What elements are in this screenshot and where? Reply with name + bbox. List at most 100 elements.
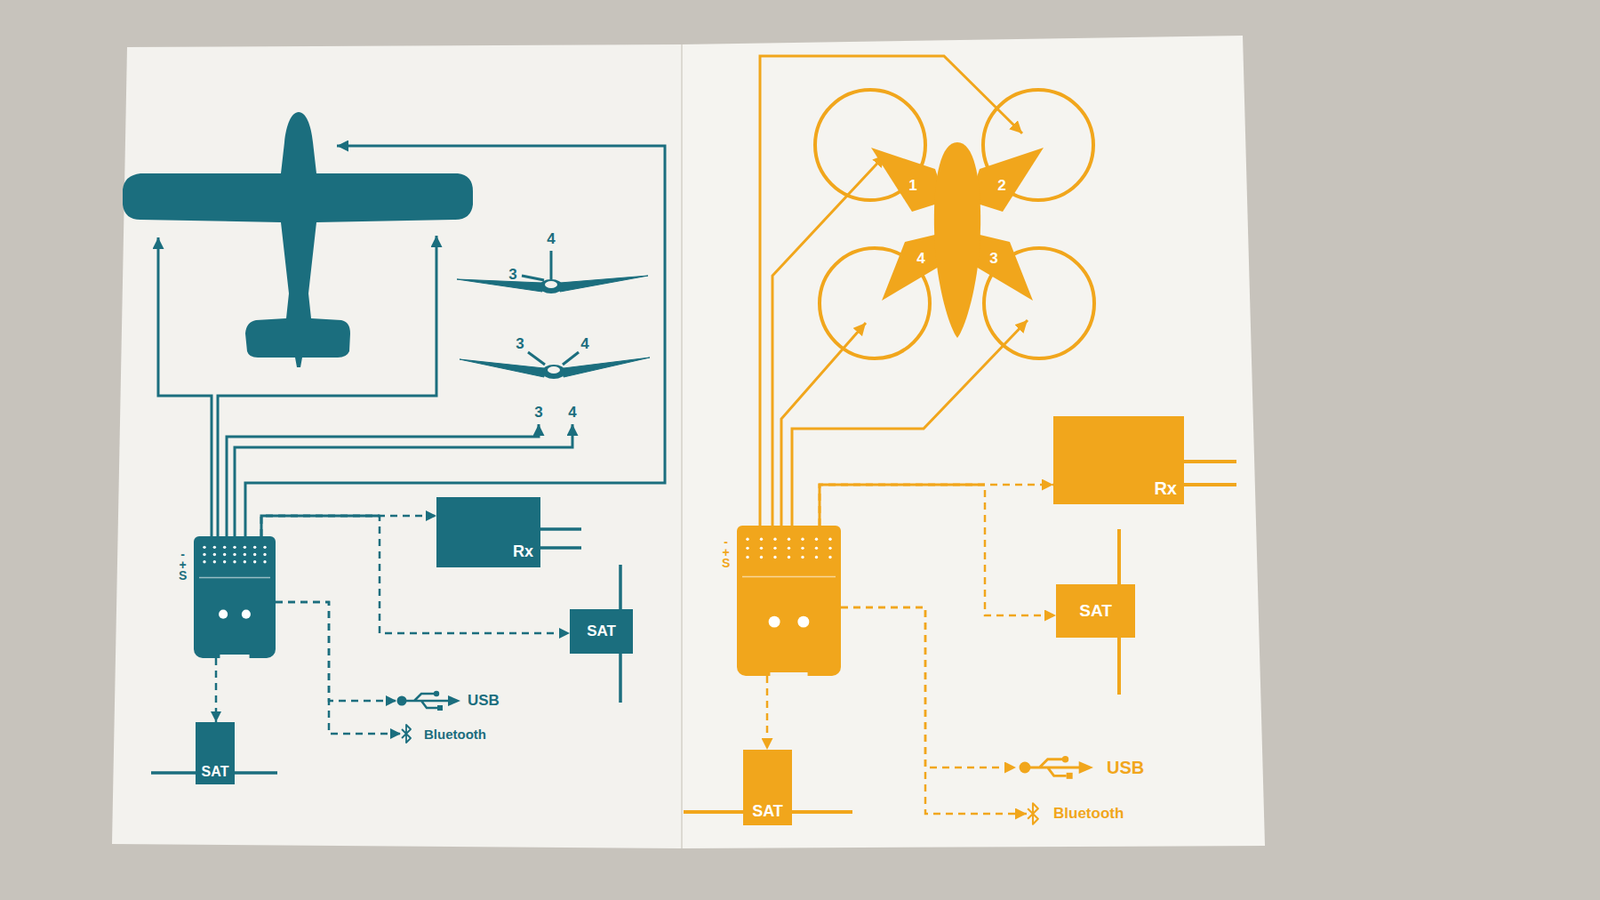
vtail-airplane-front-view xyxy=(547,366,560,374)
pin-dot xyxy=(773,546,776,550)
pin-dot xyxy=(202,560,206,563)
dashed-connector xyxy=(275,601,401,734)
usb-port: USB xyxy=(396,689,500,712)
pin-dot xyxy=(232,560,236,563)
control-surface-number: 3 xyxy=(515,336,524,352)
node-text: - xyxy=(723,536,728,547)
pin-dot xyxy=(800,546,804,550)
bluetooth-symbol xyxy=(400,723,412,744)
dashed-connector xyxy=(840,607,1027,814)
quadcopter xyxy=(972,232,1033,301)
node-text: Rx xyxy=(1153,478,1177,498)
vtail-airplane-front-view xyxy=(563,357,650,377)
pin-dot xyxy=(815,555,818,559)
pin-dot xyxy=(787,537,791,541)
bluetooth-link: Bluetooth xyxy=(1026,801,1124,825)
node-text: S xyxy=(721,557,730,568)
control-surface-number: 3 xyxy=(508,266,517,282)
motor-wires xyxy=(781,322,866,526)
satellite-box: SAT xyxy=(569,608,633,654)
servo-wires xyxy=(261,515,380,536)
usb-port: USB xyxy=(1016,754,1144,780)
pin-dot xyxy=(243,560,247,563)
pin-dot xyxy=(815,537,818,541)
pin-dot xyxy=(253,560,256,563)
pin-dot xyxy=(263,545,266,549)
pin-dot xyxy=(773,537,776,541)
usb-symbol xyxy=(397,690,462,711)
housing-line xyxy=(199,576,271,579)
quadcopter xyxy=(881,232,943,301)
pin-dot xyxy=(202,552,206,556)
mount-hole xyxy=(218,609,228,619)
usb-symbol xyxy=(433,690,440,696)
vtail-airplane-front-view xyxy=(528,352,545,365)
pin-dot xyxy=(202,545,206,549)
page-fold xyxy=(680,44,683,848)
bluetooth-symbol xyxy=(1027,802,1039,824)
usb-symbol xyxy=(1079,760,1094,774)
pin-dot xyxy=(828,546,832,550)
usb-symbol xyxy=(437,704,443,711)
usb-symbol xyxy=(1062,755,1069,762)
pin-dot xyxy=(223,560,226,563)
usb-symbol xyxy=(448,695,461,706)
pin-dot xyxy=(800,537,804,541)
pin-dot xyxy=(232,545,236,549)
dashed-connector xyxy=(819,484,1054,526)
pin-dot xyxy=(787,546,791,550)
pin-dot xyxy=(760,555,763,559)
dashed-connector xyxy=(261,515,437,536)
pin-dot xyxy=(745,555,749,559)
pin-dot xyxy=(745,537,749,541)
node-text: SAT xyxy=(1079,601,1112,621)
motor-wires xyxy=(760,56,1023,526)
antenna-and-pins xyxy=(540,527,582,531)
node-text: S xyxy=(178,569,187,581)
airplane-front-view xyxy=(456,250,648,294)
pin-dot xyxy=(253,545,256,549)
flight-controller: -+S xyxy=(193,536,276,658)
pin-dot xyxy=(828,537,832,541)
pin-dot xyxy=(815,546,818,550)
pin-dot xyxy=(243,552,247,556)
mount-hole xyxy=(768,616,781,628)
antenna-and-pins xyxy=(1184,459,1237,464)
pin-legend: -+S xyxy=(721,536,730,568)
vtail-airplane-front-view xyxy=(459,352,650,379)
control-surface-number: 4 xyxy=(580,336,589,352)
control-surface-number: 4 xyxy=(546,231,555,247)
pin-dot xyxy=(773,555,776,559)
receiver-box: Rx xyxy=(1053,416,1184,504)
pin-dot xyxy=(760,546,763,550)
servo-wires xyxy=(217,235,437,536)
node-text: Bluetooth xyxy=(1053,804,1124,823)
bluetooth-symbol xyxy=(401,724,411,743)
usb-symbol xyxy=(1016,754,1096,780)
servo-wires xyxy=(158,145,665,536)
satellite-box: SAT xyxy=(195,721,235,784)
antenna-and-pins xyxy=(540,545,582,550)
pin-dot xyxy=(787,555,791,559)
pin-dot xyxy=(223,552,226,556)
airplane-front-view xyxy=(550,250,553,280)
node-text: + xyxy=(179,559,187,570)
housing-line xyxy=(742,576,836,578)
controller-detail xyxy=(193,536,276,658)
airplane-front-view xyxy=(544,280,558,288)
pin-dot xyxy=(213,545,216,549)
receiver-box: Rx xyxy=(436,496,541,568)
dashed-connector xyxy=(275,601,397,701)
bluetooth-link: Bluetooth xyxy=(400,723,487,744)
motor-wires xyxy=(772,154,886,526)
vtail-airplane-front-view xyxy=(542,364,566,379)
motor-wires xyxy=(819,484,985,526)
housing-notch xyxy=(769,672,808,676)
node-text: + xyxy=(722,546,730,558)
quadcopter xyxy=(934,142,981,338)
housing-notch xyxy=(219,654,249,658)
airplane-front-view xyxy=(560,275,648,292)
antenna-and-pins xyxy=(1184,482,1237,487)
